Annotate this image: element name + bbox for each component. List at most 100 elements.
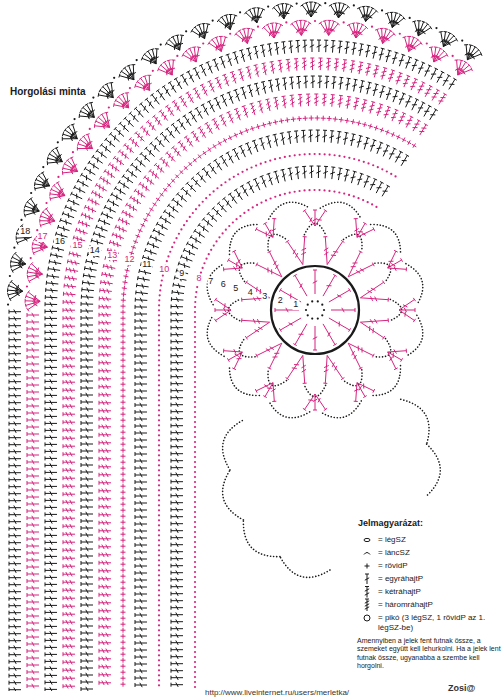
stitch-symbol [99, 305, 111, 310]
stitch-symbol [135, 340, 147, 344]
row-number: 2 [277, 296, 284, 306]
stitch-symbol [401, 154, 409, 165]
stitch-symbol [443, 75, 451, 86]
stitch-symbol [366, 82, 372, 94]
chain-stitch [26, 285, 28, 287]
stitch-symbol [198, 155, 202, 159]
stitch-symbol [63, 444, 75, 448]
stitch-symbol [338, 95, 343, 107]
stitch-symbol [178, 262, 190, 268]
stitch-symbol [121, 490, 126, 495]
stitch-symbol [377, 142, 384, 154]
chain-stitch [343, 193, 345, 195]
chain-stitch [194, 471, 196, 473]
stitch-symbol [345, 118, 350, 123]
stitch-symbol [354, 383, 375, 402]
chain-stitch [158, 514, 160, 516]
stitch-symbol [27, 369, 39, 373]
stitch-symbol [373, 65, 379, 77]
chain-stitch [218, 236, 220, 238]
stitch-symbol [63, 572, 75, 576]
stitch-symbol [350, 61, 356, 73]
stitch-symbol [255, 383, 276, 402]
stitch-symbol [424, 105, 432, 116]
stitch-symbol [234, 89, 240, 101]
chain-stitch [158, 524, 160, 526]
chain-stitch [461, 40, 463, 42]
stitch-symbol [171, 515, 183, 519]
stitch-symbol [153, 202, 157, 206]
stitch-symbol [9, 443, 21, 447]
stitch-symbol [121, 610, 126, 615]
stitch-symbol [63, 620, 75, 624]
stitch-symbol [112, 233, 124, 240]
stitch-symbol [99, 537, 111, 541]
stitch-symbol [27, 446, 39, 450]
stitch-symbol [96, 225, 108, 232]
chain-stitch [158, 444, 160, 446]
stitch-symbol [81, 213, 93, 220]
legend-symbol [365, 574, 369, 584]
stitch-symbol [171, 459, 183, 463]
stitch-symbol [171, 396, 183, 400]
stitch-symbol [99, 401, 111, 405]
stitch-symbol [92, 155, 103, 163]
stitch-symbol [135, 424, 147, 428]
stitch-symbol [81, 491, 93, 495]
stitch-symbol [8, 280, 23, 301]
stitch-symbol [27, 572, 39, 576]
stitch-symbol [403, 36, 423, 51]
stitch-symbol [63, 396, 75, 400]
stitch-symbol [81, 295, 93, 300]
stitch-symbol [379, 86, 385, 98]
stitch-symbol [9, 331, 21, 335]
chain-stitch [194, 411, 196, 413]
stitch-symbol [45, 533, 57, 537]
stitch-symbol [45, 421, 57, 425]
stitch-symbol [63, 300, 75, 305]
stitch-symbol [171, 123, 180, 134]
stitch-symbol [9, 506, 21, 510]
chain-stitch [220, 184, 222, 186]
stitch-symbol [339, 77, 344, 89]
stitch-symbol [208, 163, 217, 174]
chain-stitch [198, 204, 200, 206]
stitch-symbol [63, 484, 75, 488]
chain-stitch [194, 326, 196, 328]
chain-stitch [305, 309, 307, 311]
chain-loop [243, 520, 280, 557]
stitch-symbol [135, 361, 147, 365]
stitch-symbol [27, 621, 39, 625]
stitch-symbol [107, 199, 119, 206]
stitch-symbol [81, 582, 93, 586]
stitch-symbol [27, 586, 39, 590]
chain-stitch [409, 17, 411, 19]
stitch-symbol [230, 71, 236, 83]
row-number-wrapper: 17 [37, 232, 49, 242]
stitch-symbol [63, 668, 75, 672]
stitch-symbol [171, 578, 183, 582]
chain-stitch [194, 556, 196, 558]
stitch-symbol [374, 126, 379, 131]
chain-stitch [194, 581, 196, 583]
stitch-symbol [262, 23, 283, 38]
stitch-symbol [81, 386, 93, 390]
stitch-symbol [99, 553, 111, 557]
stitch-symbol [99, 313, 111, 317]
chain-stitch [250, 166, 252, 168]
chain-stitch [9, 275, 11, 277]
stitch-symbol [361, 100, 367, 112]
chain-stitch [166, 260, 168, 262]
stitch-symbol [260, 176, 266, 188]
stitch-symbol [45, 624, 57, 628]
stitch-symbol [99, 505, 111, 509]
title-wrapper: Horgolási minta [8, 86, 88, 97]
chain-stitch [296, 2, 298, 4]
stitch-symbol [81, 624, 93, 628]
stitch-symbol [131, 163, 142, 172]
chain-stitch [304, 153, 306, 155]
stitch-symbol [171, 312, 183, 316]
chain-stitch [158, 469, 160, 471]
chain-stitch [321, 304, 323, 306]
chain-stitch [257, 26, 259, 28]
